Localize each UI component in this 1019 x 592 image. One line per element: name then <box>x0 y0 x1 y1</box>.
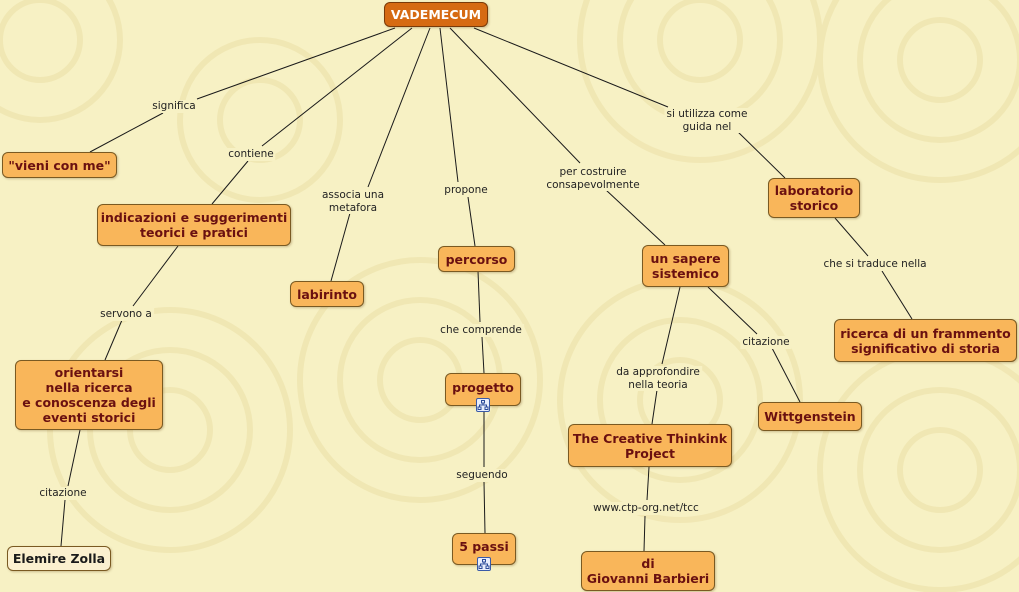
link-label-associa: associa una metafora <box>319 189 387 214</box>
connector <box>60 499 66 547</box>
concept-node-wittgenstein[interactable]: Wittgenstein <box>758 402 862 431</box>
connector <box>467 196 476 247</box>
link-label-citazione: citazione <box>740 336 792 349</box>
connector <box>643 515 646 552</box>
connector <box>481 336 485 374</box>
connector <box>132 245 179 307</box>
concept-node-orientarsi[interactable]: orientarsi nella ricerca e conoscenza de… <box>15 360 163 430</box>
link-label-utilizza: si utilizza come guida nel <box>664 108 750 133</box>
connector <box>483 481 486 534</box>
concept-node-ricerca-frammento[interactable]: ricerca di un frammento significativo di… <box>834 319 1017 362</box>
connector <box>771 347 801 403</box>
link-label-url: www.ctp-org.net/tcc <box>591 502 701 515</box>
concept-node-progetto[interactable]: progetto <box>445 373 521 406</box>
connector <box>651 389 658 425</box>
concept-node-5-passi[interactable]: 5 passi <box>452 533 516 565</box>
connector <box>330 212 351 282</box>
connector <box>449 27 581 164</box>
connector <box>367 27 431 188</box>
connector <box>881 270 913 320</box>
connector <box>646 466 650 501</box>
link-label-approfondire: da approfondire nella teoria <box>614 366 702 391</box>
connector <box>477 270 481 323</box>
connector <box>707 286 758 335</box>
link-label-comprende: che comprende <box>438 324 524 337</box>
link-label-propone: propone <box>442 184 490 197</box>
concept-node-percorso[interactable]: percorso <box>438 246 515 272</box>
link-label-contiene: contiene <box>226 148 276 161</box>
link-label-significa: significa <box>150 100 198 113</box>
connector <box>89 112 164 153</box>
concept-node-sapere[interactable]: un sapere sistemico <box>642 245 729 287</box>
link-label-traduce: che si traduce nella <box>821 258 929 271</box>
connector <box>196 27 396 100</box>
connector <box>605 189 666 246</box>
connector <box>261 27 413 147</box>
link-label-citazione: citazione <box>37 487 89 500</box>
concept-node-labirinto[interactable]: labirinto <box>290 281 364 307</box>
concept-node-vieni-con-me[interactable]: "vieni con me" <box>2 152 117 178</box>
connector <box>439 27 459 183</box>
connector <box>104 319 123 361</box>
connector <box>67 429 81 487</box>
link-label-servono: servono a <box>98 308 154 321</box>
link-label-costruire: per costruire consapevolmente <box>544 166 642 191</box>
concept-node-indicazioni[interactable]: indicazioni e suggerimenti teorici e pra… <box>97 204 291 246</box>
concept-node-elemire-zolla[interactable]: Elemire Zolla <box>7 546 111 571</box>
connector <box>735 129 786 179</box>
concept-node-laboratorio[interactable]: laboratorio storico <box>768 178 860 218</box>
connector <box>661 286 681 365</box>
submap-icon[interactable] <box>477 557 491 571</box>
connector <box>211 160 249 205</box>
concept-node-creative-thinkink[interactable]: The Creative Thinkink Project <box>568 424 732 467</box>
connector <box>834 217 869 257</box>
root-concept-node[interactable]: VADEMECUM <box>384 2 488 27</box>
submap-icon[interactable] <box>476 398 490 412</box>
connector <box>473 27 669 108</box>
link-label-seguendo: seguendo <box>454 469 510 482</box>
concept-node-giovanni-barbieri[interactable]: di Giovanni Barbieri <box>581 551 715 591</box>
